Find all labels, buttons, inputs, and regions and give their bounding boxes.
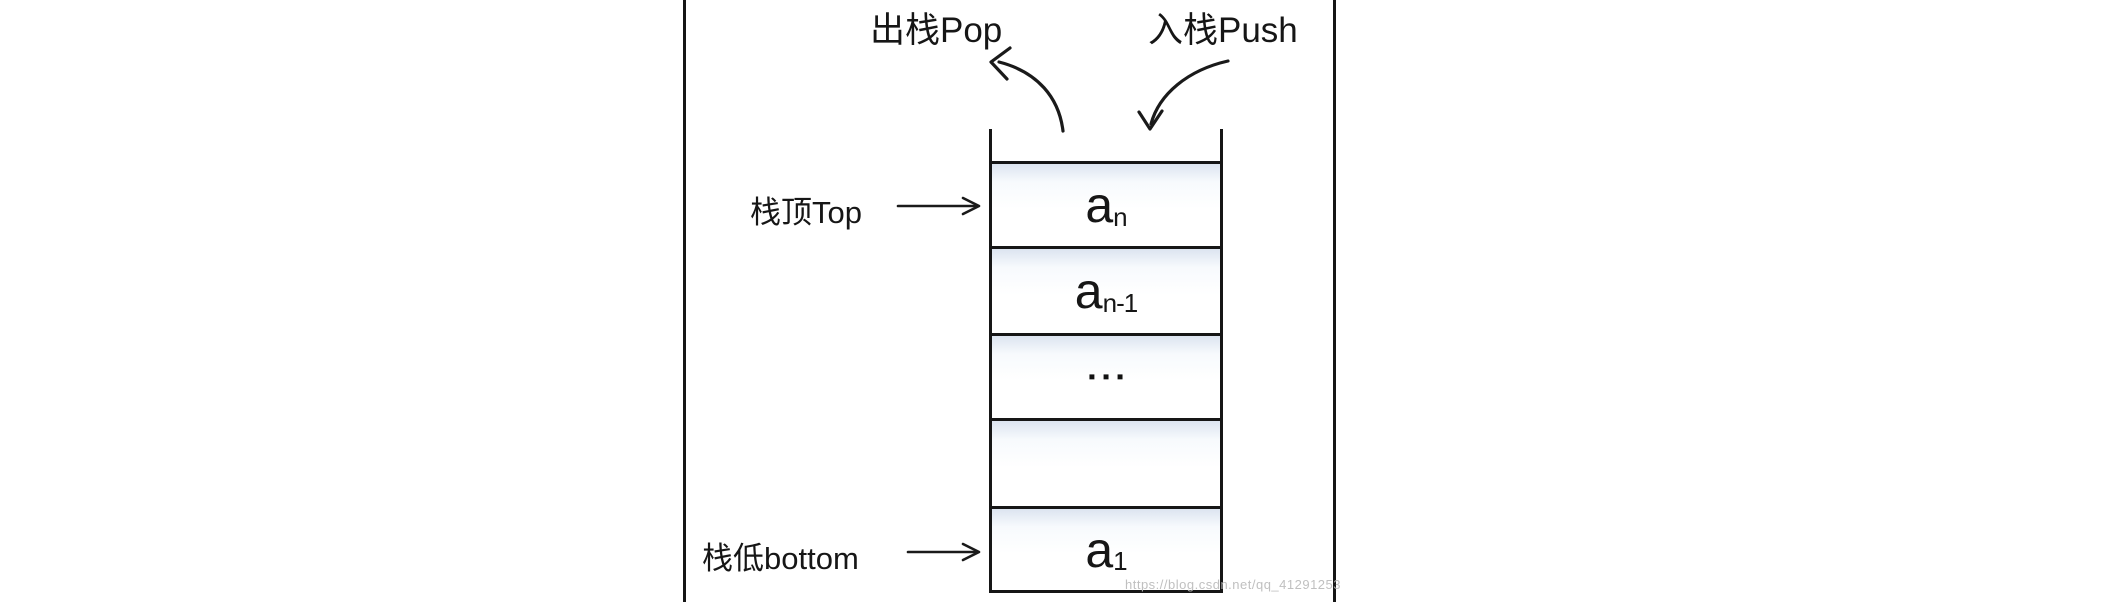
csdn-watermark: https://blog.csdn.net/qq_41291253 [1125, 577, 1341, 592]
stack-container: an an-1 ▪▪▪ a1 [989, 129, 1223, 593]
stack-cell-value: an-1 [1074, 263, 1138, 319]
stack-cell-top: an [992, 161, 1220, 246]
top-pointer-arrow [896, 196, 981, 216]
stack-bottom-label: 栈低bottom [702, 541, 859, 576]
bottom-pointer-arrow [906, 542, 981, 562]
stack-cell-empty [992, 418, 1220, 506]
push-label: 入栈Push [1148, 11, 1298, 50]
frame-right-border [1333, 0, 1336, 602]
stack-cell: an-1 [992, 246, 1220, 333]
stack-cell-value: an [1085, 177, 1127, 233]
ellipsis-dots: ▪▪▪ [1088, 366, 1131, 388]
stack-cell-ellipsis: ▪▪▪ [992, 333, 1220, 418]
stack-cell-bottom: a1 [992, 506, 1220, 590]
pop-arrow [989, 46, 1065, 133]
stack-top-label: 栈顶Top [750, 195, 862, 230]
pop-label: 出栈Pop [870, 11, 1003, 50]
stack-cell-value: a1 [1085, 521, 1127, 578]
push-arrow [1137, 59, 1230, 131]
stack-open-top [992, 129, 1220, 161]
frame-left-border [683, 0, 686, 602]
